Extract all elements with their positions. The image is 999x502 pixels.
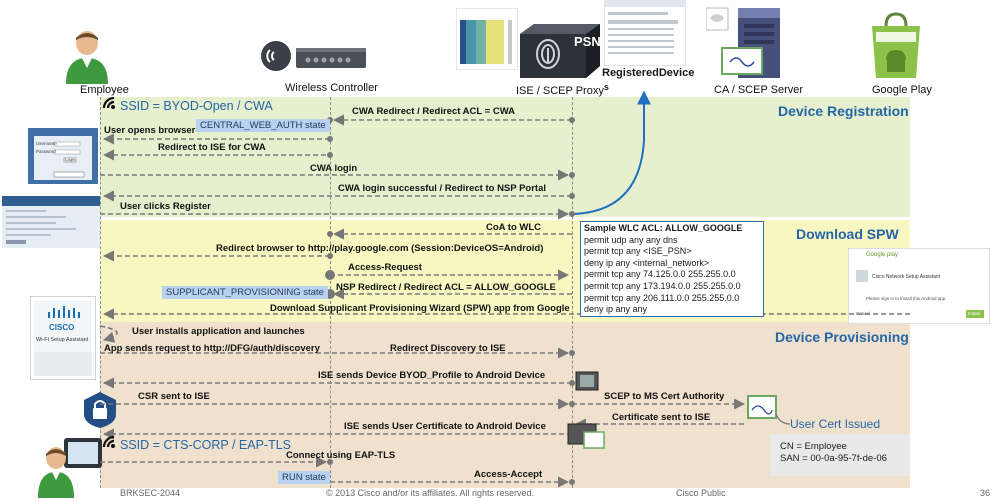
footer-copyright: © 2013 Cisco and/or its affiliates. All … bbox=[326, 488, 535, 498]
msg-ise-sends-profile: ISE sends Device BYOD_Profile to Android… bbox=[318, 370, 546, 381]
ise-dashboard-thumbnail bbox=[456, 8, 518, 70]
cwa-login-page-thumbnail bbox=[28, 128, 98, 184]
google-play-cancel: Cancel bbox=[856, 311, 871, 316]
registered-device-label: RegisteredDevice bbox=[602, 67, 695, 79]
wireless-controller-icon bbox=[261, 41, 366, 71]
footer-session: BRKSEC-2044 bbox=[120, 488, 181, 498]
msg-app-sends-request: App sends request to http://DFG/auth/dis… bbox=[104, 343, 320, 354]
msg-csr-sent: CSR sent to ISE bbox=[138, 391, 210, 402]
msg-user-installs: User installs application and launches bbox=[132, 326, 305, 337]
actor-employee: Employee bbox=[80, 84, 129, 96]
cert-info-box: CN = Employee SAN = 00-0a-95-7f-de-06 bbox=[770, 434, 910, 476]
msg-access-accept: Access-Accept bbox=[474, 469, 543, 480]
google-play-header: Google play bbox=[866, 252, 899, 258]
registered-device-screenshot bbox=[604, 0, 686, 66]
acl-line: permit udp any any dns bbox=[584, 234, 678, 245]
login-button-thumb: Login bbox=[65, 157, 75, 162]
ssid-byod-open: SSID = BYOD-Open / CWA bbox=[120, 99, 273, 113]
actor-google-play: Google Play bbox=[872, 84, 932, 96]
nsp-portal-thumbnail bbox=[2, 196, 100, 248]
footer-page-number: 36 bbox=[980, 488, 991, 498]
google-play-install-dialog bbox=[848, 248, 990, 324]
msg-cwa-redirect: CWA Redirect / Redirect ACL = CWA bbox=[352, 106, 516, 117]
lock-icon bbox=[84, 392, 116, 428]
download-spw-band bbox=[100, 220, 910, 322]
ca-scep-server-icon bbox=[706, 7, 780, 78]
employee-person-icon bbox=[66, 31, 108, 84]
msg-ise-sends-user-cert: ISE sends User Certificate to Android De… bbox=[344, 421, 546, 432]
actor-wireless-controller: Wireless Controller bbox=[285, 82, 378, 94]
device-registration-band bbox=[100, 97, 910, 217]
arrow-user-installs bbox=[99, 325, 118, 343]
google-play-note: Please sign in to install this Android a… bbox=[866, 296, 947, 301]
cert-cn: CN = Employee bbox=[780, 441, 847, 452]
acl-line: deny ip any <internal_network> bbox=[584, 257, 710, 268]
acl-line: deny ip any any bbox=[584, 304, 648, 315]
google-play-app-name: Cisco Network Setup Assistant bbox=[872, 274, 941, 280]
msg-redirect-browser: Redirect browser to http://play.google.c… bbox=[216, 243, 544, 254]
cisco-setup-wizard-thumbnail bbox=[30, 296, 96, 380]
msg-redirect-to-ise: Redirect to ISE for CWA bbox=[158, 142, 266, 153]
login-username-label: Username bbox=[36, 141, 57, 146]
msg-download-spw: Download Supplicant Provisioning Wizard … bbox=[270, 303, 570, 314]
acl-line: permit tcp any <ISE_PSN> bbox=[584, 246, 692, 257]
acl-title: Sample WLC ACL: ALLOW_GOOGLE bbox=[584, 223, 743, 233]
msg-access-request: Access-Request bbox=[348, 262, 422, 273]
acl-line: permit tcp any 74.125.0.0 255.255.0.0 bbox=[584, 269, 736, 280]
google-play-bag-icon bbox=[872, 12, 920, 78]
ise-psn-server-icon bbox=[520, 24, 600, 78]
arrow-registered-device bbox=[571, 90, 651, 215]
msg-cwa-login: CWA login bbox=[310, 163, 358, 174]
section-title-device-registration: Device Registration bbox=[778, 103, 909, 119]
msg-connect-eap-tls: Connect using EAP-TLS bbox=[286, 450, 396, 461]
cert-san: SAN = 00-0a-95-7f-de-06 bbox=[780, 453, 887, 464]
msg-user-clicks-register: User clicks Register bbox=[120, 201, 211, 212]
actor-ca-scep-server: CA / SCEP Server bbox=[714, 84, 804, 96]
state-supplicant-provisioning: SUPPLICANT_PROVISIONING state bbox=[162, 286, 328, 299]
msg-user-opens-browser: User opens browser bbox=[104, 125, 196, 136]
section-title-device-provisioning: Device Provisioning bbox=[775, 329, 909, 345]
msg-nsp-redirect: NSP Redirect / Redirect ACL = ALLOW_GOOG… bbox=[336, 282, 556, 293]
state-run: RUN state bbox=[278, 471, 330, 484]
msg-cwa-login-success: CWA login successful / Redirect to NSP P… bbox=[338, 183, 546, 194]
msg-cert-sent-to-ise: Certificate sent to ISE bbox=[612, 412, 711, 423]
psn-badge: PSN bbox=[574, 34, 601, 49]
acl-line: permit tcp any 206.111.0.0 255.255.0.0 bbox=[584, 292, 740, 303]
acl-line: permit tcp any 173.194.0.0 255.255.0.0 bbox=[584, 280, 741, 291]
msg-coa-to-wlc: CoA to WLC bbox=[486, 222, 542, 233]
user-cert-issued-label: User Cert Issued bbox=[790, 417, 881, 431]
msg-redirect-discovery: Redirect Discovery to ISE bbox=[390, 343, 506, 354]
employee-lifeline bbox=[100, 97, 101, 488]
msg-scep-to-ms: SCEP to MS Cert Authority bbox=[604, 391, 725, 402]
footer-classification: Cisco Public bbox=[676, 488, 726, 498]
ise-lifeline bbox=[572, 97, 573, 488]
ssid-cts-corp: SSID = CTS-CORP / EAP-TLS bbox=[120, 438, 291, 452]
wizard-title: Wi-Fi Setup Assistant bbox=[36, 337, 89, 343]
state-central-web-auth: CENTRAL_WEB_AUTH state bbox=[196, 119, 330, 132]
employee-tablet-icon bbox=[38, 438, 102, 498]
wizard-brand: CISCO bbox=[49, 323, 75, 332]
login-password-label: Password bbox=[36, 149, 56, 154]
section-title-download-spw: Download SPW bbox=[796, 226, 899, 242]
google-play-install: Install bbox=[968, 311, 980, 316]
wlc-acl-box: Sample WLC ACL: ALLOW_GOOGLE permit udp … bbox=[580, 221, 764, 317]
actor-ise: ISE / SCEP Proxys bbox=[516, 82, 609, 97]
